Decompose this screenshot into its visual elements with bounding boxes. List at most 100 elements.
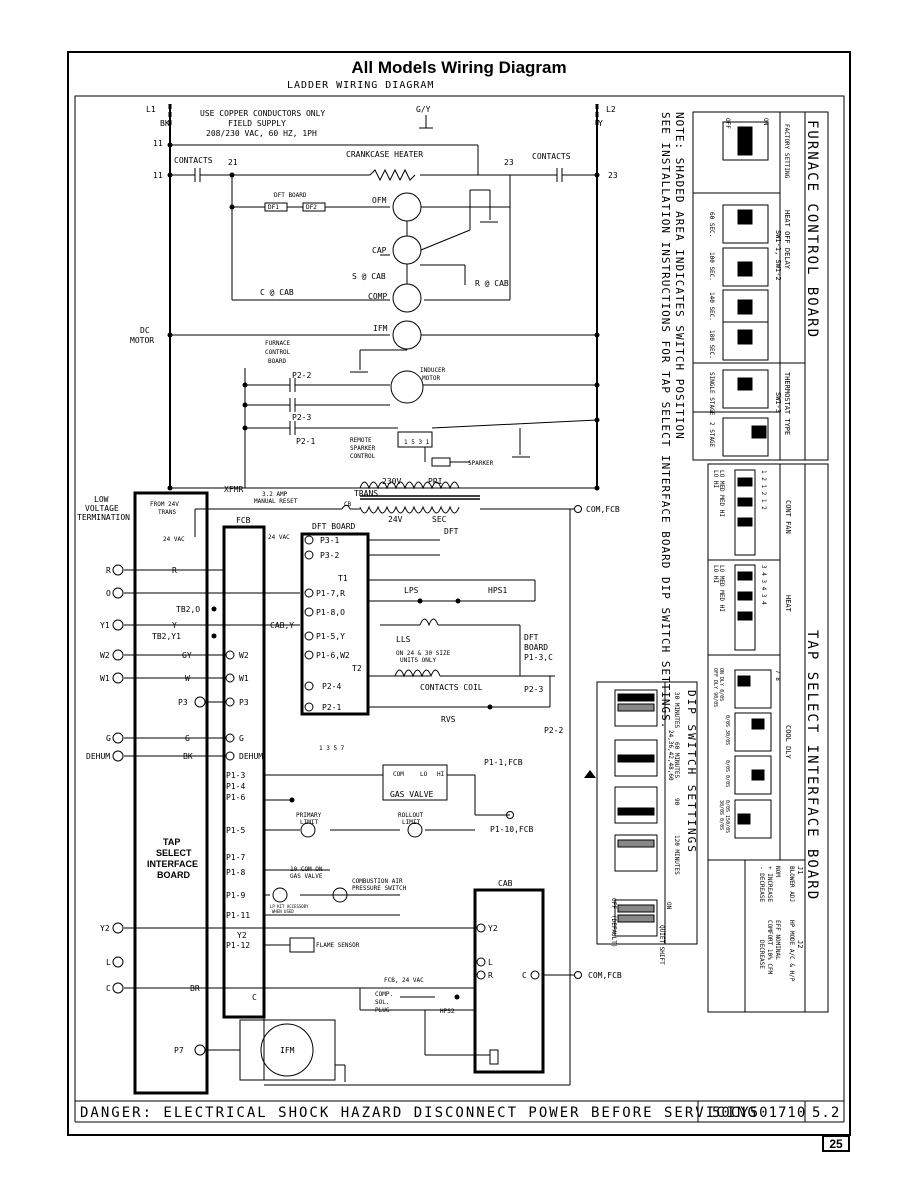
fcb-g-label: G	[239, 734, 244, 743]
term-y1-label: Y1	[100, 621, 110, 630]
furnace-2-label: CONTROL	[265, 349, 291, 356]
p1-11-label: P1-11	[226, 911, 250, 920]
m90-label: 90	[673, 798, 680, 806]
sec60-label: 60 SEC.	[708, 212, 715, 237]
dft-board2-label: DFT BOARD	[312, 522, 356, 531]
cab-y-label: CAB,Y	[270, 621, 294, 630]
from24-2-label: TRANS	[158, 509, 176, 516]
fcb-y2-label: Y2	[237, 931, 247, 940]
p1-1-fcb-label: P1-1,FCB	[484, 758, 523, 767]
lps-label: LPS	[404, 586, 419, 595]
v230-label: 230V	[382, 477, 401, 486]
cd6-label: 30/0S 0/0S	[718, 800, 724, 830]
p1-6-label: P1-6	[226, 793, 245, 802]
note-shaded-area: NOTE: SHADED AREA INDICATES SWITCH POSIT…	[673, 112, 686, 440]
lls-note-2-label: UNITS ONLY	[400, 657, 437, 664]
term-o-label: O	[106, 589, 111, 598]
y-label: Y	[598, 119, 603, 128]
note-see-instructions: SEE INSTALLATION INSTRUCTIONS FOR TAP SE…	[659, 112, 672, 729]
rollout-1-label: ROLLOUT	[398, 812, 424, 819]
dft-label: DFT	[444, 527, 459, 536]
levels2-label: LO HI	[712, 470, 719, 488]
remote-3-label: CONTROL	[350, 453, 376, 460]
low-v-3-label: TERMINATION	[77, 513, 130, 522]
dft-box	[300, 532, 370, 716]
furnace-1-label: FURNACE	[265, 340, 291, 347]
p1-7-label: P1-7	[226, 853, 245, 862]
w-r-label: R	[172, 566, 177, 575]
fcb-24vac2-label: FCB, 24 VAC	[384, 977, 424, 984]
comp-label: COMP	[368, 292, 387, 301]
fcb-24vac-label: 24 VAC	[268, 534, 290, 541]
tb2y1-label: TB2,Y1	[152, 632, 181, 641]
gas-valve-label: GAS VALVE	[390, 790, 434, 799]
df1-label: DF1	[268, 204, 279, 211]
hp-1-label: J2	[796, 940, 804, 948]
c-cab-label: C @ CAB	[260, 288, 294, 297]
to-com-1-label: 10 COM ON	[290, 866, 323, 873]
term-p7-label: P7	[174, 1046, 184, 1055]
heat-label: HEAT	[784, 595, 792, 613]
p3-2-label: P3-2	[320, 551, 339, 560]
fcb-w2-label: W2	[239, 651, 249, 660]
df2-label: DF2	[306, 204, 317, 211]
diagram-text: LADDER WIRING DIAGRAM L1 BK L2 Y USE COP…	[77, 80, 839, 1121]
p2-3-label: P2-3	[292, 413, 311, 422]
sec140-label: 140 SEC.	[708, 292, 715, 321]
hp-3-label: EFF NOMINAL	[774, 920, 781, 960]
cab-label: CAB	[498, 879, 513, 888]
lpkit-2-label: WHEN USED	[272, 909, 294, 914]
cool-dly-label: COOL DLY	[784, 725, 792, 760]
w-br-label: BR	[190, 984, 200, 993]
term-l-label: L	[106, 958, 111, 967]
tap-box-label-4: BOARD	[157, 870, 190, 880]
n11a-label: 11	[153, 139, 163, 148]
blower-1-label: J1	[796, 866, 804, 874]
m60-label: 60 MINUTES	[673, 742, 680, 779]
blower-4-label: + INCREASE	[766, 866, 773, 903]
hp-2-label: HP MODE A/C & H/P	[788, 920, 795, 982]
v24-label: 24V	[388, 515, 403, 524]
p1-6w2-label: P1-6,W2	[316, 651, 350, 660]
off-label: OFF	[610, 898, 617, 909]
l2-label: L2	[606, 105, 616, 114]
remote-2-label: SPARKER	[350, 445, 376, 452]
low-v-1-label: LOW	[94, 495, 109, 504]
ofm-label: OFM	[372, 196, 387, 205]
danger-text: DANGER: ELECTRICAL SHOCK HAZARD DISCONNE…	[80, 1105, 758, 1121]
blower-3-label: NOM	[774, 866, 781, 877]
levels-label: LO MED MED HI	[718, 565, 725, 612]
w-g-label: G	[185, 734, 190, 743]
cab-r-label: R	[488, 971, 493, 980]
plug-digits-label: 1 3 5 7	[319, 745, 345, 752]
two-label: 2 STAGE	[708, 422, 715, 448]
to-com-2-label: GAS VALVE	[290, 873, 323, 880]
fcb-label: FCB	[236, 516, 251, 525]
reset-1-label: 3.2 AMP	[262, 491, 288, 498]
note-label: 24,36,42,48,60	[667, 730, 674, 781]
term-dehum-label: DEHUM	[86, 752, 110, 761]
p2-1-label: P2-1	[296, 437, 315, 446]
contacts-right-label: CONTACTS	[532, 152, 571, 161]
s-cab-label: S @ CAB	[352, 272, 386, 281]
tap-box-label-1: TAP	[163, 837, 180, 847]
dft-board3-2-label: BOARD	[524, 643, 548, 652]
comp-sol-1-label: COMP.	[375, 991, 393, 998]
com-fcb2-label: COM,FCB	[588, 971, 622, 980]
p1-8-label: P1-8	[226, 868, 245, 877]
cd5-label: 0/0S 150/0S	[724, 800, 730, 833]
inner-border	[74, 95, 845, 1102]
term-w2-label: W2	[100, 651, 110, 660]
xfmr-label: XFMR	[224, 485, 243, 494]
heat-digits-label: 3 4 3 4 3 4	[760, 565, 767, 605]
trans-label: TRANS	[354, 489, 378, 498]
note-line3-label: 208/230 VAC, 60 HZ, 1PH	[206, 129, 317, 138]
v24-vac-label: 24 VAC	[163, 536, 185, 543]
fcb-c-label: C	[252, 993, 257, 1002]
m120-label: 120 MINUTES	[673, 835, 680, 875]
pri-label: PRI	[428, 477, 443, 486]
hps1-label: HPS1	[488, 586, 507, 595]
blower-5-label: - DECREASE	[758, 866, 765, 903]
sec180-label: 180 SEC.	[708, 330, 715, 359]
